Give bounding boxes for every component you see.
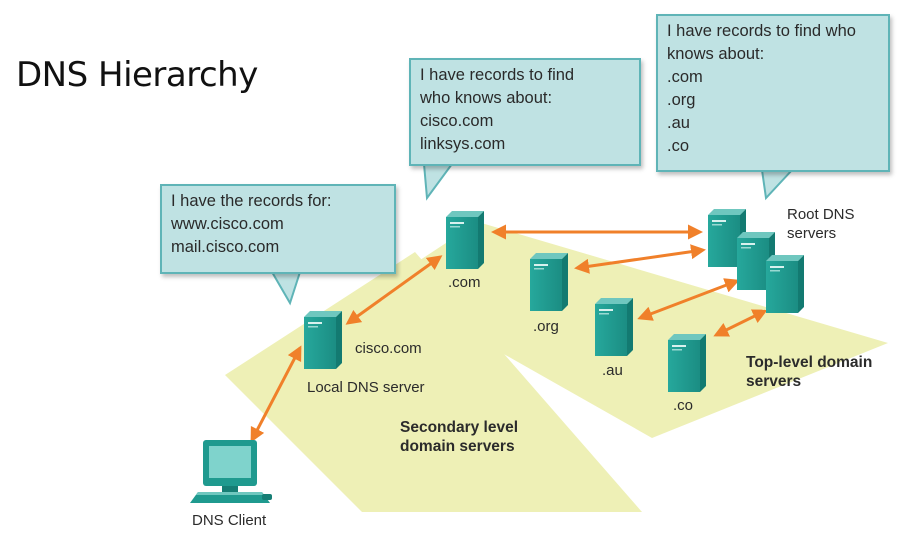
callout-local-line-1: I have the records for: xyxy=(171,192,332,210)
callout-tld-line-3: cisco.com xyxy=(420,112,494,130)
callout-tld-line-1: I have records to find xyxy=(420,66,575,84)
callout-local-line-2: www.cisco.com xyxy=(171,215,284,233)
com-server-icon xyxy=(446,211,484,269)
callout-local-tail xyxy=(270,271,302,306)
secondary-level-label: Secondary level domain servers xyxy=(400,418,518,456)
secondary-level-line-2: domain servers xyxy=(400,438,515,455)
dns-client-label: DNS Client xyxy=(192,512,267,529)
co-server-icon xyxy=(668,334,706,392)
callout-tld-line-2: who knows about: xyxy=(420,89,553,107)
callout-tld-line-4: linksys.com xyxy=(420,135,506,153)
org-server-icon xyxy=(530,253,568,311)
org-label: .org xyxy=(533,318,559,335)
local-dns-server-icon xyxy=(304,311,342,369)
arrow-client-local xyxy=(250,345,302,443)
callout-local-line-3: mail.cisco.com xyxy=(171,238,280,256)
callout-root-line-2: knows about: xyxy=(667,45,765,63)
local-dns-server-label: Local DNS server xyxy=(307,379,425,396)
callout-tld-tail xyxy=(422,163,454,201)
top-level-plane xyxy=(382,222,888,438)
root-servers-label: servers xyxy=(787,225,837,242)
page-title: DNS Hierarchy xyxy=(16,55,258,95)
root-server-icon-3 xyxy=(766,255,804,313)
au-server-icon xyxy=(595,298,633,356)
co-label: .co xyxy=(673,397,694,414)
top-level-line-1: Top-level domain xyxy=(746,354,873,371)
com-label: .com xyxy=(448,274,481,291)
arrow-local-com xyxy=(345,255,443,325)
top-level-label: Top-level domain servers xyxy=(746,353,872,391)
arrow-co-root xyxy=(713,309,768,337)
dns-client-computer-icon xyxy=(190,440,272,503)
au-label: .au xyxy=(602,362,623,379)
arrow-org-root xyxy=(574,244,706,274)
secondary-level-line-1: Secondary level xyxy=(400,419,519,436)
callout-root-line-3: .com xyxy=(667,68,703,86)
callout-root-line-6: .co xyxy=(667,137,690,155)
callout-root-line-1: I have records to find who xyxy=(667,22,856,40)
callout-root-line-4: .org xyxy=(667,91,696,109)
arrow-au-root xyxy=(637,278,740,321)
callout-root-tail xyxy=(760,169,795,201)
callout-local-records: I have the records for: www.cisco.com ma… xyxy=(160,184,396,274)
top-level-line-2: servers xyxy=(746,373,802,390)
callout-root-records: I have records to find who knows about: … xyxy=(656,14,890,172)
local-server-name-label: cisco.com xyxy=(355,340,422,357)
callout-root-line-5: .au xyxy=(667,114,690,132)
callout-tld-records: I have records to find who knows about: … xyxy=(409,58,641,166)
root-dns-label: Root DNS xyxy=(787,206,855,223)
